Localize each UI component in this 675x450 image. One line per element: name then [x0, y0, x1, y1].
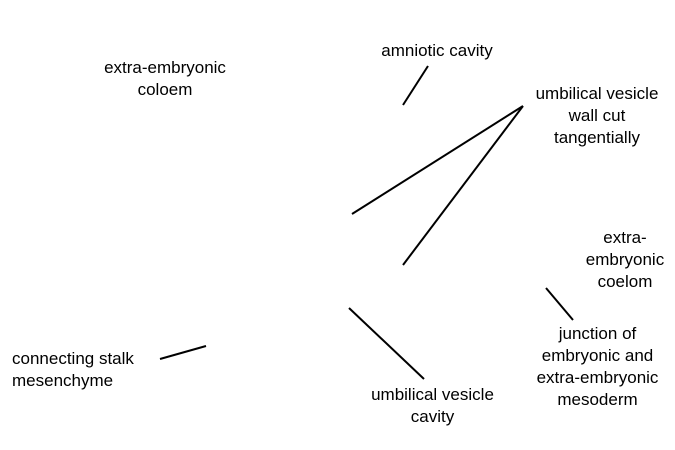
label-line: wall cut	[568, 106, 626, 125]
label-line: connecting stalk	[12, 349, 134, 368]
label-line: umbilical vesicle	[371, 385, 494, 404]
label-line: extra-embryonic	[536, 368, 659, 387]
label-line: coelom	[597, 272, 653, 291]
leader-line-vesicle-cavity	[348, 307, 425, 380]
label-junction-of-mesoderm: junction of embryonic and extra-embryoni…	[520, 323, 675, 411]
label-line: junction of	[558, 324, 637, 343]
leader-line-vesicle-wall-lower	[402, 105, 524, 266]
label-line: cavity	[410, 407, 455, 426]
label-line: tangentially	[553, 128, 640, 147]
label-umbilical-vesicle-wall: umbilical vesicle wall cut tangentially	[517, 83, 675, 149]
label-extra-embryonic-coelom: extra- embryonic coelom	[575, 227, 675, 293]
label-amniotic-cavity: amniotic cavity	[372, 40, 502, 62]
label-line: amniotic cavity	[381, 41, 493, 60]
leader-line-connecting-stalk	[159, 345, 207, 360]
label-line: embryonic and	[541, 346, 654, 365]
label-line: extra-	[603, 228, 647, 247]
leader-line-junction	[545, 287, 574, 321]
label-extra-embryonic-coloem: extra-embryonic coloem	[80, 57, 250, 101]
label-line: mesoderm	[557, 390, 638, 409]
label-line: extra-embryonic	[104, 58, 226, 77]
label-line: coloem	[137, 80, 193, 99]
leader-line-amniotic-cavity	[402, 65, 429, 106]
label-line: umbilical vesicle	[535, 84, 659, 103]
leader-line-vesicle-wall-upper	[351, 105, 524, 215]
label-line: embryonic	[585, 250, 665, 269]
label-umbilical-vesicle-cavity: umbilical vesicle cavity	[360, 384, 505, 428]
label-line: mesenchyme	[12, 371, 114, 390]
label-connecting-stalk-mesenchyme: connecting stalk mesenchyme	[12, 348, 172, 392]
